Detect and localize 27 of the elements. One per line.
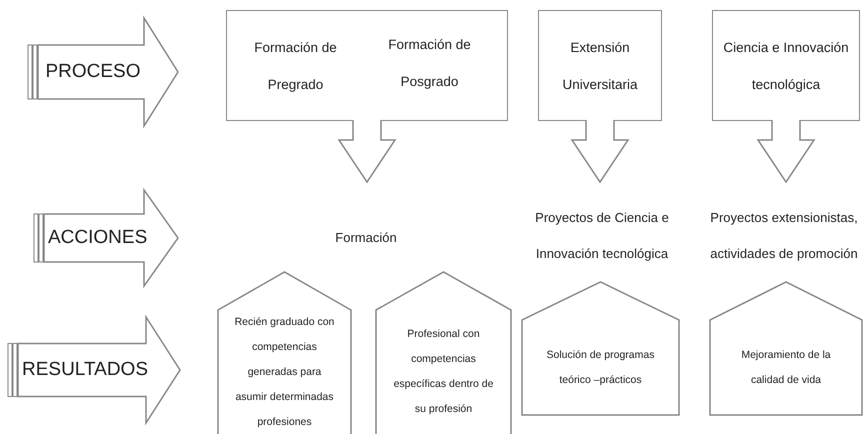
block-arrow-connector [756,119,816,184]
stage-label: RESULTADOS [22,359,146,381]
result-text: Solución de programas teórico –prácticos [546,348,656,388]
box-text: Formación de Pregrado [253,38,338,94]
process-box [712,10,860,121]
block-arrow-connector [338,119,396,184]
result-pentagon [376,272,511,434]
result-text: Recién graduado con competencias generadas para asumir determinadas profesiones [234,314,336,430]
box-text: Extensión Universitaria [561,38,639,94]
result-text: Mejoramiento de la calidad de vida [740,348,832,388]
action-text: Proyectos extensionistas, actividades de promoción [709,209,859,263]
process-box [538,10,662,121]
action-text: Proyectos de Ciencia e Innovación tecnológica [534,209,670,263]
box-text: Formación de Posgrado [387,36,472,91]
block-arrow [8,317,180,423]
result-text: Profesional con competencias específicas dentro de su profesión [392,327,494,417]
process-box [226,10,508,121]
block-arrow [34,190,178,286]
stage-label: ACCIONES [48,227,144,249]
result-pentagon [522,282,679,415]
result-pentagon [710,282,862,415]
block-arrow [28,18,178,126]
box-text: Ciencia e Innovación tecnológica [722,38,850,94]
action-text: Formación [335,229,397,247]
block-arrow-connector [570,119,630,184]
result-pentagon [218,272,351,434]
stage-label: PROCESO [44,61,142,83]
